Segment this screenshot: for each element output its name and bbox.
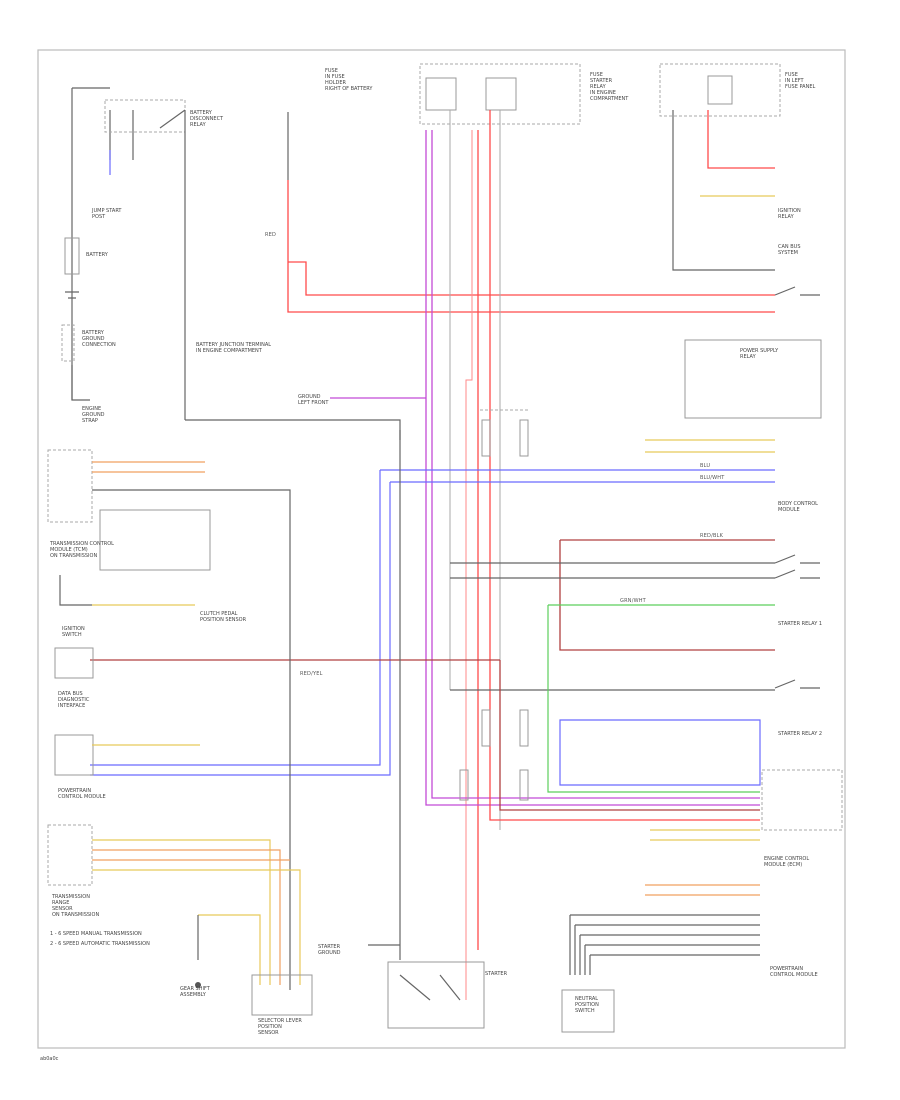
fuse-box-top: [419, 63, 760, 830]
battery-section: [61, 87, 401, 440]
neutral-switch-section: [561, 914, 760, 1033]
wire-label-red-blk: RED/BLK: [700, 533, 724, 539]
wire-label-red-yel: RED/YEL: [300, 671, 323, 677]
ecm-right-box: [761, 769, 843, 831]
wire-label-grn-wht: GRN/WHT: [620, 598, 647, 604]
relay-switches-right: [774, 286, 820, 689]
note-1: 1 - 6 SPEED MANUAL TRANSMISSION: [50, 931, 142, 937]
wire-label-red: RED: [265, 232, 276, 238]
starter-relay-b-label: STARTER RELAY 2: [778, 731, 822, 737]
starter-relay-a-label: STARTER RELAY 1: [778, 621, 822, 627]
main-supply-wires: [287, 112, 775, 1000]
middle-horizontal-wires: [90, 439, 775, 896]
bottom-center: [195, 430, 485, 1029]
footer-code: ab0a0c: [40, 1056, 59, 1062]
wire-label-blu: BLU: [700, 463, 710, 469]
blue-bus-wires: [90, 469, 775, 786]
note-2: 2 - 6 SPEED AUTOMATIC TRANSMISSION: [50, 941, 150, 947]
battery-label: BATTERY: [86, 252, 109, 258]
fuse-box-far-right: [659, 63, 781, 271]
power-supply-box: [684, 339, 822, 419]
wire-label-blu-wht: BLU/WHT: [700, 475, 725, 481]
left-modules: [47, 449, 301, 990]
diagram-frame: [37, 49, 846, 1049]
starter-label: STARTER: [485, 971, 508, 977]
relay-middle: [459, 409, 530, 801]
